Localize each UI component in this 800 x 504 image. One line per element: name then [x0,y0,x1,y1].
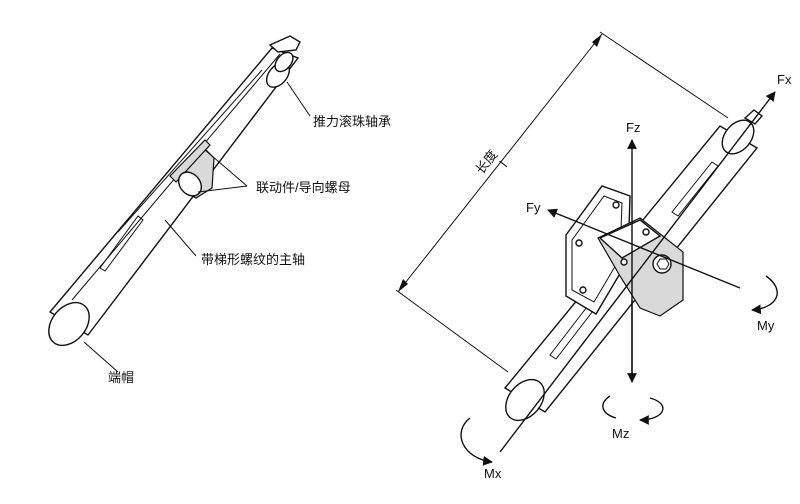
label-fy: Fy [526,200,541,215]
length-label: 长度 [473,147,501,177]
label-mx: Mx [484,466,502,481]
axis-fy-arrow [547,208,741,289]
nut-face [177,171,203,197]
callout-line-nut-2 [197,185,248,193]
shaft-tip [268,35,301,53]
right-actuator-assembly [503,109,764,422]
left-spindle-assembly [48,35,301,347]
moment-mz-tail [602,395,617,419]
axis-fx-arrow [499,91,776,453]
label-thrust-bearing: 推力滚珠轴承 [313,114,391,129]
spindle-inner-line [117,69,263,233]
bearing-ring [274,51,294,73]
length-dimension-line [397,33,603,293]
left-callouts [83,81,311,373]
length-arrow-top [592,34,602,47]
label-fz: Fz [626,120,640,135]
carriage-screw-1 [642,228,650,236]
moment-my-arc [751,275,778,315]
label-follower-nut: 联动件/导向螺母 [256,180,351,195]
spindle-slot [99,215,144,272]
callout-line-spindle [164,219,197,257]
label-fx: Fx [777,72,792,87]
label-end-cap: 端帽 [108,370,134,385]
label-spindle: 带梯形螺纹的主轴 [201,252,305,267]
follower-bracket [169,139,211,183]
moment-arcs [460,275,778,466]
callout-line-endcap [83,341,119,373]
label-mz: Mz [612,426,629,441]
end-cap [48,301,90,347]
force-axes [499,91,776,453]
length-extension-top [599,31,729,119]
callout-line-nut-1 [204,149,248,187]
length-symbol: l [497,158,511,170]
plate-hole-3 [579,286,587,294]
moment-mx-arc [460,417,493,466]
carriage-screw-2 [620,258,628,266]
length-extension-bottom [395,289,509,373]
hex-socket [652,254,672,274]
actuator-top-cap [721,119,755,155]
length-dimension [395,31,729,373]
plate-hole-1 [575,239,583,247]
actuator-end-cap [505,378,545,422]
label-my: My [757,318,775,333]
hex-socket-inner [656,258,670,270]
plate-hole-2 [612,201,620,209]
moment-mz-arc [639,397,664,425]
callout-line-bearing [286,81,311,117]
length-arrow-bottom [398,279,408,292]
